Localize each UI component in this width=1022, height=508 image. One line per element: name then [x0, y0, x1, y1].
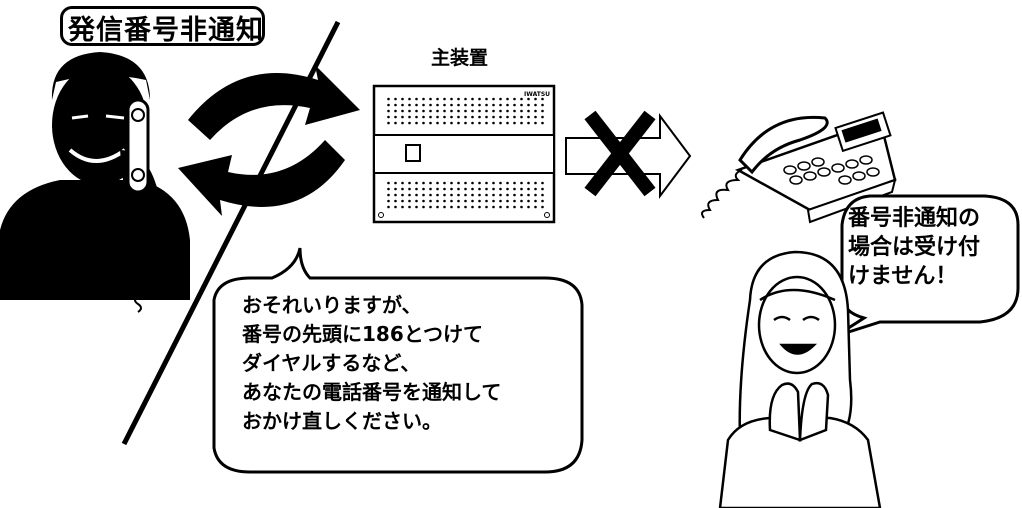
callee-message-line: 番号非通知の [848, 206, 981, 231]
title-frame [60, 6, 265, 46]
callee-message-line: 場合は受け付 [848, 235, 981, 260]
caller-message-line: おそれいりますが、 [242, 293, 422, 317]
page-title: 発信番号非通知 [68, 15, 264, 46]
caller-silhouette-icon [0, 52, 190, 313]
main-unit-label: 主装置 [431, 47, 489, 69]
caller-message-line: おかけ直しください。 [242, 409, 442, 433]
main-unit-device: IWATSU [372, 84, 556, 224]
exchange-arrows-icon [178, 65, 360, 216]
caller-message-line: 番号の先頭に186とつけて [242, 322, 483, 346]
caller-message: おそれいりますが、 番号の先頭に186とつけて ダイヤルするなど、 あなたの電話… [242, 291, 501, 436]
caller-message-line: ダイヤルするなど、 [242, 351, 421, 375]
callee-message-line: けません！ [848, 264, 958, 289]
callee-message: 番号非通知の 場合は受け付 けません！ [848, 204, 980, 291]
device-brand-label: IWATSU [524, 91, 550, 98]
callee-speech-bubble [835, 194, 1020, 338]
caller-speech-bubble [212, 247, 584, 474]
callee-woman-figure [718, 250, 882, 508]
caller-message-line: あなたの電話番号を通知して [242, 380, 502, 404]
blocked-x-icon [584, 110, 656, 197]
telephone-icon [701, 111, 897, 224]
